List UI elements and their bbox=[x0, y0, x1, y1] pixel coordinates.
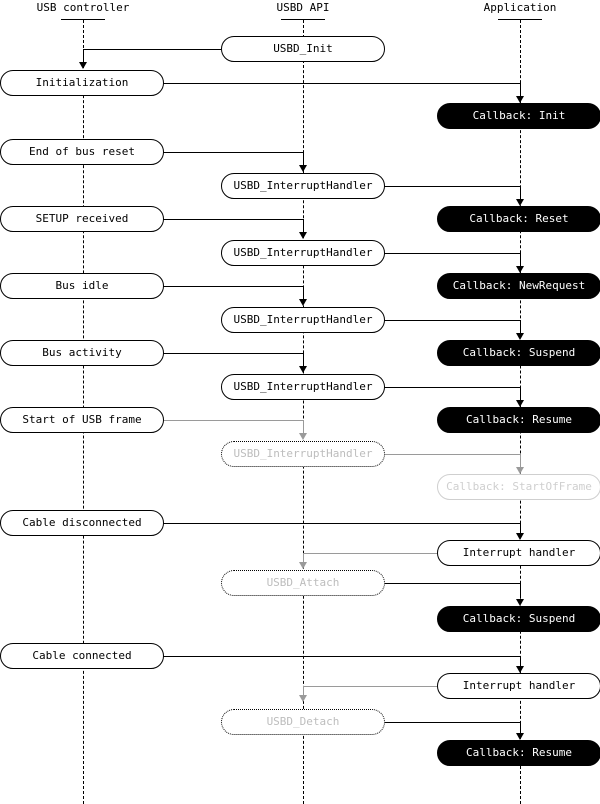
node-cable-connected[interactable]: Cable connected bbox=[0, 643, 164, 669]
arrowhead-callback-resume-2 bbox=[516, 733, 524, 740]
node-interrupt-handler-2[interactable]: Interrupt handler bbox=[437, 673, 600, 699]
flow-usbddetach-to-cbresume-v bbox=[520, 722, 521, 735]
arrowhead-interrupt-handler-1 bbox=[516, 533, 524, 540]
node-usbd-init[interactable]: USBD_Init bbox=[221, 36, 385, 62]
node-callback-suspend-1[interactable]: Callback: Suspend bbox=[437, 340, 600, 366]
node-setup-received[interactable]: SETUP received bbox=[0, 206, 164, 232]
flow-ih-to-cbnewrequest-v bbox=[520, 253, 521, 266]
arrowhead-callback-resume-1 bbox=[516, 400, 524, 407]
column-header-bar-application bbox=[498, 19, 542, 20]
flow-inthandler-to-usbddetach-h bbox=[303, 686, 437, 687]
node-usbd-interrupthandler-disabled[interactable]: USBD_InterruptHandler bbox=[221, 441, 385, 467]
node-callback-suspend-2[interactable]: Callback: Suspend bbox=[437, 606, 600, 632]
arrowhead-usbd-attach bbox=[299, 562, 307, 569]
node-bus-idle[interactable]: Bus idle bbox=[0, 273, 164, 299]
arrowhead-callback-startofframe bbox=[516, 467, 524, 474]
arrowhead-usbd-interrupthandler-2 bbox=[299, 232, 307, 239]
node-callback-resume-2[interactable]: Callback: Resume bbox=[437, 740, 600, 766]
flow-ih-to-cbreset-v bbox=[520, 186, 521, 199]
node-usbd-interrupthandler-4[interactable]: USBD_InterruptHandler bbox=[221, 374, 385, 400]
flow-usbddetach-to-cbresume-h bbox=[384, 722, 520, 723]
node-bus-activity[interactable]: Bus activity bbox=[0, 340, 164, 366]
arrowhead-initialization bbox=[79, 62, 87, 69]
column-header-bar-usbd-api bbox=[281, 19, 325, 20]
column-header-bar-usb-controller bbox=[61, 19, 105, 20]
arrowhead-usbd-detach bbox=[299, 695, 307, 702]
column-header-usbd-api: USBD API bbox=[276, 1, 330, 14]
flow-initialization-to-cbinit-v bbox=[520, 83, 521, 96]
flow-busactivity-to-ih-v bbox=[303, 353, 304, 366]
flow-busidle-to-ih-v bbox=[303, 286, 304, 299]
flow-ih-to-cbnewrequest-h bbox=[384, 253, 520, 254]
flow-startofframe-to-ghostih-v bbox=[303, 420, 304, 433]
node-initialization[interactable]: Initialization bbox=[0, 70, 164, 96]
flow-endbusreset-to-ih-v bbox=[303, 152, 304, 165]
flow-ih-to-cbsuspend-h bbox=[384, 320, 520, 321]
node-callback-startofframe[interactable]: Callback: StartOfFrame bbox=[437, 474, 600, 500]
flow-cableconnected-to-inthandler-v bbox=[520, 656, 521, 669]
flow-usbdattach-to-cbsuspend-v bbox=[520, 583, 521, 596]
flow-busidle-to-ih-h bbox=[163, 286, 303, 287]
arrowhead-callback-reset bbox=[516, 199, 524, 206]
node-usbd-interrupthandler-1[interactable]: USBD_InterruptHandler bbox=[221, 173, 385, 199]
arrowhead-usbd-interrupthandler-4 bbox=[299, 366, 307, 373]
flow-ih-to-cbresume-v bbox=[520, 387, 521, 400]
arrowhead-callback-suspend-1 bbox=[516, 333, 524, 340]
flow-busactivity-to-ih-h bbox=[163, 353, 303, 354]
flow-cabledisconnected-to-inthandler-h bbox=[163, 523, 520, 524]
flow-initialization-to-cbinit-h bbox=[163, 83, 520, 84]
flow-ih-to-cbsuspend-v bbox=[520, 320, 521, 333]
flow-usbdinit-to-initialization-v bbox=[83, 49, 84, 62]
arrowhead-callback-newrequest bbox=[516, 266, 524, 273]
node-interrupt-handler-1[interactable]: Interrupt handler bbox=[437, 540, 600, 566]
arrowhead-interrupt-handler-2 bbox=[516, 666, 524, 673]
node-callback-newrequest[interactable]: Callback: NewRequest bbox=[437, 273, 600, 299]
arrowhead-usbd-interrupthandler-1 bbox=[299, 165, 307, 172]
node-callback-init[interactable]: Callback: Init bbox=[437, 103, 600, 129]
node-cable-disconnected[interactable]: Cable disconnected bbox=[0, 510, 164, 536]
node-usbd-interrupthandler-3[interactable]: USBD_InterruptHandler bbox=[221, 307, 385, 333]
flow-usbdattach-to-cbsuspend-h bbox=[384, 583, 520, 584]
flow-cableconnected-to-inthandler-h bbox=[163, 656, 520, 657]
flow-inthandler-to-usbdattach-h bbox=[303, 553, 437, 554]
flow-setup-to-ih-h bbox=[163, 219, 303, 220]
arrowhead-callback-suspend-2 bbox=[516, 599, 524, 606]
flow-usbdinit-to-initialization-h bbox=[83, 49, 221, 50]
flow-ih-to-cbresume-h bbox=[384, 387, 520, 388]
column-header-application: Application bbox=[483, 1, 557, 14]
flow-ih-to-cbreset-h bbox=[384, 186, 520, 187]
flow-setup-to-ih-v bbox=[303, 219, 304, 232]
flow-ghostih-to-cbstartofframe-v bbox=[520, 454, 521, 467]
node-end-of-bus-reset[interactable]: End of bus reset bbox=[0, 139, 164, 165]
node-usbd-detach[interactable]: USBD_Detach bbox=[221, 709, 385, 735]
flow-inthandler-to-usbdattach-v bbox=[303, 553, 304, 566]
flow-ghostih-to-cbstartofframe-h bbox=[384, 454, 520, 455]
node-callback-reset[interactable]: Callback: Reset bbox=[437, 206, 600, 232]
node-usbd-interrupthandler-2[interactable]: USBD_InterruptHandler bbox=[221, 240, 385, 266]
node-start-of-usb-frame[interactable]: Start of USB frame bbox=[0, 407, 164, 433]
flow-cabledisconnected-to-inthandler-v bbox=[520, 523, 521, 536]
column-header-usb-controller: USB controller bbox=[36, 1, 130, 14]
node-callback-resume-1[interactable]: Callback: Resume bbox=[437, 407, 600, 433]
flow-inthandler-to-usbddetach-v bbox=[303, 686, 304, 699]
arrowhead-ghost-interrupthandler bbox=[299, 433, 307, 440]
flow-endbusreset-to-ih-h bbox=[163, 152, 303, 153]
lifeline-usbd-api bbox=[303, 20, 304, 804]
arrowhead-usbd-interrupthandler-3 bbox=[299, 299, 307, 306]
flow-startofframe-to-ghostih-h bbox=[163, 420, 303, 421]
arrowhead-callback-init bbox=[516, 96, 524, 103]
node-usbd-attach[interactable]: USBD_Attach bbox=[221, 570, 385, 596]
